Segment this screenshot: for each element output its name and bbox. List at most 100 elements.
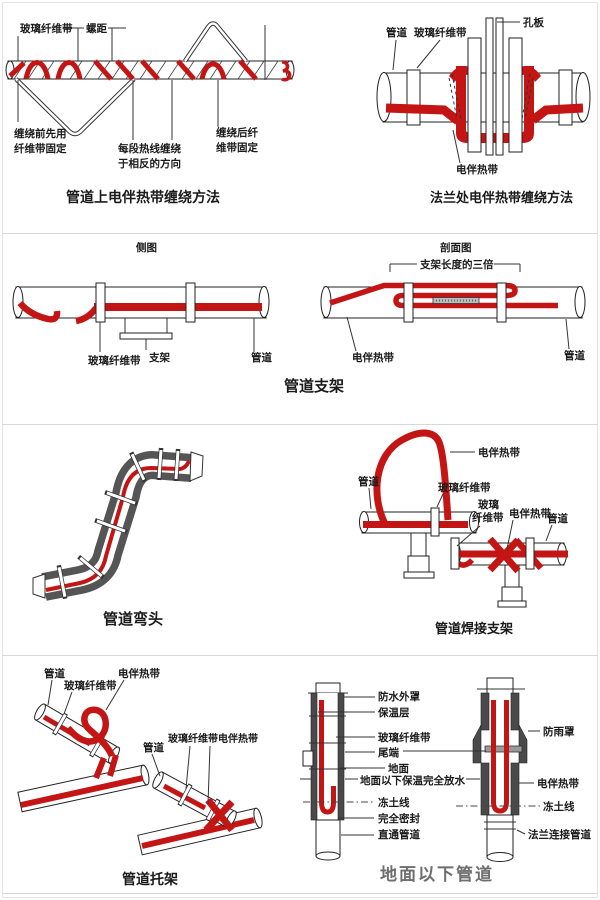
- hidden-band-dashes: [448, 73, 534, 120]
- flange-plate-left: [467, 37, 482, 153]
- orifice-plate-rod: [485, 17, 494, 156]
- heat-band-side-view: [17, 300, 262, 325]
- rain-cover: [472, 724, 482, 764]
- elbow-ties: [56, 447, 181, 600]
- orifice-plate-rod2: [495, 17, 504, 156]
- label-fiberglass-heatband: 玻璃纤维带电伴热带: [168, 732, 258, 745]
- fiberglass-tie: [525, 537, 535, 570]
- label-frost-line-left: 冻土线: [378, 796, 410, 809]
- label-pipe: 管道: [358, 475, 379, 488]
- heat-band-wraps: [8, 59, 292, 82]
- label-fix-before-2: 纤维带固定: [14, 142, 67, 155]
- heat-band-on-pipe: [363, 521, 468, 528]
- label-flange-pipe: 法兰连接管道: [528, 828, 591, 841]
- row1-diagrams: 玻璃纤维带 螺距 缠绕前先用 纤维带固定 每段热线缠绕 于相反的方向 缠绕后纤 …: [5, 16, 591, 206]
- pipe-support-side-view: 侧图 玻璃纤维带 支架 管道: [12, 241, 272, 367]
- rain-cover: [518, 724, 528, 764]
- support-bracket: [119, 318, 173, 340]
- pipe-winding-diagram: 玻璃纤维带 螺距 缠绕前先用 纤维带固定 每段热线缠绕 于相反的方向 缠绕后纤 …: [5, 21, 295, 206]
- heat-band-cross-wrap: [203, 797, 235, 833]
- elbow-open-end-bottom: [32, 573, 46, 599]
- label-tail-end: 尾端: [378, 746, 399, 759]
- row4-diagrams: 管道 玻璃纤维带 电伴热带 管道 玻璃纤维带电伴热带 管道托架: [17, 667, 591, 888]
- heat-band-loop: [65, 706, 116, 758]
- label-pipe: 管道: [564, 349, 585, 362]
- welded-support-diagram-1: 电伴热带 管道 玻璃纤维带: [358, 429, 520, 579]
- support-leg: [410, 529, 427, 557]
- heat-band-strip: [491, 700, 496, 798]
- heat-band-u-bend: [491, 796, 509, 814]
- label-fiberglass-tape: 玻璃纤维带: [378, 731, 431, 744]
- frost-line-dashes: [303, 801, 540, 807]
- insulation-jacket: [480, 692, 490, 731]
- label-pipe: 管道: [251, 351, 272, 364]
- heat-cable-slack-loop-below: [14, 77, 136, 137]
- fiberglass-tie: [430, 507, 440, 537]
- pipe-winding-title: 管道上电伴热带缠绕方法: [66, 189, 220, 206]
- insulation-jacket: [337, 692, 345, 821]
- section-divider-1: [2, 233, 598, 234]
- fiberglass-tie-2: [185, 282, 196, 323]
- underground-pipe-title: 地面以下管道: [380, 864, 494, 885]
- heat-band-main-pipe: [20, 775, 144, 808]
- flange-plate-right: [508, 37, 523, 153]
- label-waterproof-cover: 防水外罩: [378, 690, 420, 703]
- fiberglass-tie-3: [403, 282, 414, 323]
- label-fiberglass-tape: 玻璃纤维带: [414, 26, 467, 39]
- row3-diagrams: 管道弯头 电伴热带 管道 玻璃纤维带: [32, 429, 568, 637]
- pipe-elbow-diagram: 管道弯头: [32, 447, 204, 628]
- support-cross-section-plate: [432, 297, 480, 304]
- welded-support-diagram-2: 玻璃 纤维带 电伴热带 管道: [450, 498, 568, 608]
- fiberglass-tie-left: [406, 69, 421, 126]
- label-pipe: 管道: [44, 667, 65, 680]
- label-heat-band: 电伴热带: [456, 163, 498, 176]
- pipe-elbow-title: 管道弯头: [103, 610, 163, 628]
- heat-band-main-pipe: [141, 817, 255, 849]
- label-fiberglass-tape: 玻璃纤维带: [20, 22, 73, 35]
- heat-band-junction-wraps: [93, 754, 119, 780]
- pipe-support-section-view: 剖面图 支架长度的三倍 电伴热带 管道: [320, 241, 586, 364]
- section-view-caption: 剖面图: [440, 241, 472, 254]
- label-fiberglass-b: 纤维带: [472, 511, 504, 524]
- underground-pipe-left-assembly: [302, 682, 348, 861]
- fiberglass-tie-right: [558, 69, 573, 126]
- flange-winding-title: 法兰处电伴热带缠绕方法: [430, 190, 573, 206]
- fiberglass-tie-1: [95, 282, 106, 323]
- pipe-bracket-diagram-1: 管道 玻璃纤维带 电伴热带: [17, 667, 160, 813]
- label-fix-before-1: 缠绕前先用: [14, 127, 67, 140]
- label-heat-band: 电伴热带: [352, 351, 394, 364]
- label-rain-cover: 防雨罩: [543, 725, 575, 738]
- label-fully-sealed: 完全密封: [378, 812, 420, 825]
- label-heat-band: 电伴热带: [118, 667, 160, 680]
- insulation-jacket: [510, 692, 520, 731]
- pipe-bracket-diagram-2: 管道 玻璃纤维带电伴热带: [137, 732, 263, 856]
- welded-support-title: 管道焊接支架: [435, 621, 513, 637]
- label-below-ground-note: 地面以下保温完全放水: [360, 774, 465, 787]
- tail-end-box: [302, 750, 314, 767]
- section-divider-3: [2, 655, 598, 656]
- label-orifice-plate: 孔板: [523, 16, 544, 29]
- label-pipe: 管道: [386, 26, 407, 39]
- label-fiberglass: 玻璃纤维带: [438, 481, 491, 494]
- label-fix-after-1: 缠绕后纤: [216, 126, 258, 139]
- section-divider-2: [2, 424, 598, 425]
- label-heat-band: 电伴热带: [537, 777, 579, 790]
- heat-band-strip: [319, 700, 324, 798]
- label-frost-line-right: 冻土线: [543, 800, 575, 813]
- heat-band-expansion-loop: [373, 429, 452, 528]
- row2-diagrams: 侧图 玻璃纤维带 支架 管道 剖面图 支架长度的三倍: [12, 241, 586, 395]
- label-heat-band: 电伴热带: [478, 446, 520, 459]
- fiberglass-tie-4: [496, 282, 507, 323]
- label-opposite-1: 每段热线缠绕: [118, 142, 181, 155]
- elbow-heat-band: [45, 460, 191, 592]
- label-fiberglass-tape: 玻璃纤维带: [88, 354, 141, 367]
- pipe-support-title: 管道支架: [284, 377, 344, 395]
- heat-band-u-bend: [319, 786, 336, 815]
- underground-labels: 防水外罩 保温层 玻璃纤维带 尾端 地面 地面以下保温完全放水 冻土线 完全密封…: [300, 690, 591, 841]
- label-pipe: 管道: [547, 512, 568, 525]
- label-insulation-layer: 保温层: [377, 706, 410, 719]
- label-fiberglass-a: 玻璃: [478, 498, 499, 511]
- heat-cable-slack-loop-above: [183, 21, 248, 63]
- label-heat-band: 电伴热带: [509, 507, 551, 520]
- elbow-open-end-top: [189, 451, 204, 482]
